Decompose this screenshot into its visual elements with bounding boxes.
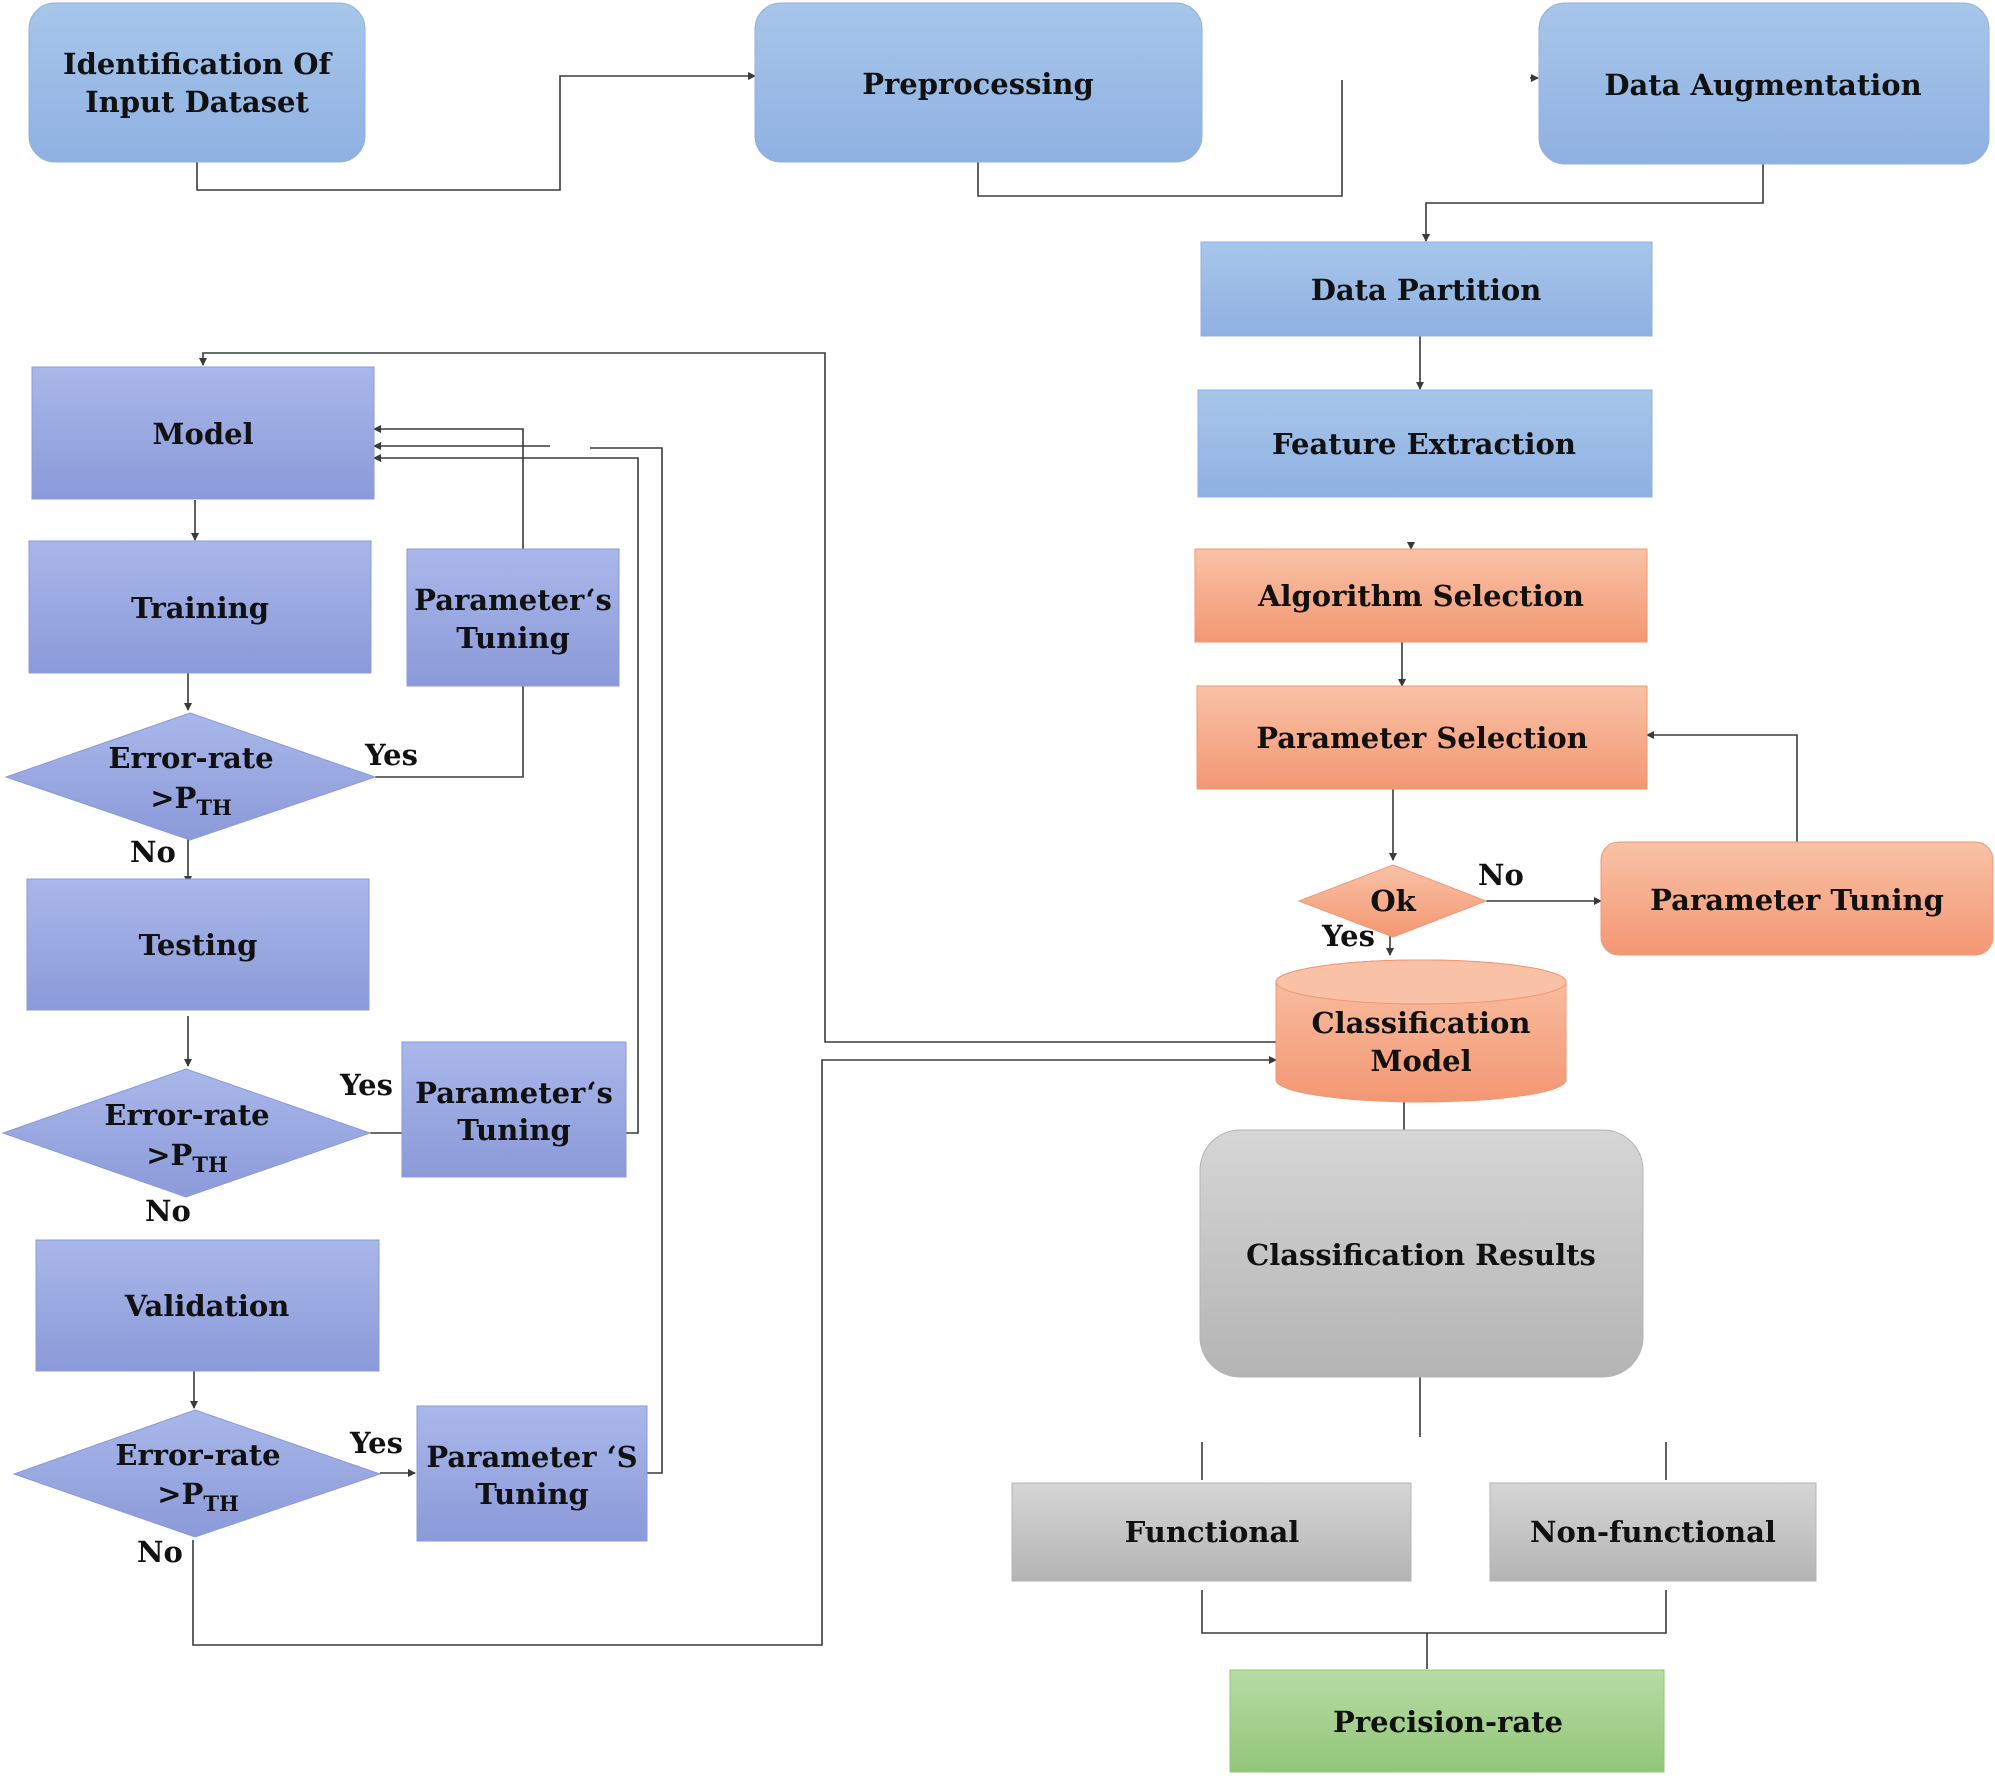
edge-tuning3-model (590, 447, 663, 1474)
node-ok-label: Ok (1370, 884, 1416, 918)
label-error1-no: No (130, 835, 176, 869)
node-algorithm-label: Algorithm Selection (1257, 579, 1584, 613)
node-training-label: Training (131, 591, 269, 625)
node-error1-line2: >PTH (150, 781, 232, 820)
label-error2-yes: Yes (339, 1068, 393, 1102)
node-model-label: Model (152, 417, 253, 451)
node-identification-line1: Identification Of (63, 47, 334, 81)
label-ok-yes: Yes (1321, 919, 1375, 953)
node-error1-subscript: TH (196, 795, 231, 820)
node-nonfunctional: Non-functional (1489, 1482, 1817, 1582)
edge-classification-model-feedback (199, 352, 1276, 1043)
node-classification-results-label: Classification Results (1246, 1238, 1596, 1272)
edge-tuning2-model (373, 454, 639, 1134)
node-augmentation-label: Data Augmentation (1604, 68, 1921, 102)
node-error1-line1: Error-rate (108, 741, 273, 775)
node-error1-decision: Error-rate >PTH (4, 712, 377, 841)
node-error2-line1: Error-rate (104, 1098, 269, 1132)
edge-augmentation-partition (1422, 164, 1764, 242)
node-preprocessing-label: Preprocessing (862, 67, 1094, 101)
node-classification-model-line2: Model (1370, 1044, 1471, 1078)
node-tuning1-line1: Parameter‘s (414, 583, 612, 617)
node-error2-decision: Error-rate >PTH (1, 1068, 372, 1198)
node-tuning2-line2: Tuning (457, 1113, 570, 1147)
node-error3-decision: Error-rate >PTH (12, 1409, 382, 1538)
node-tuning3-line2: Tuning (475, 1477, 588, 1511)
edge-identification-preprocessing (196, 72, 756, 191)
edge-error1-tuning1 (375, 686, 524, 778)
node-validation: Validation (35, 1239, 380, 1372)
node-testing: Testing (26, 878, 370, 1011)
connectors (184, 72, 1798, 1669)
node-functional-label: Functional (1125, 1515, 1300, 1549)
node-preprocessing: Preprocessing (754, 2, 1203, 163)
node-algorithm: Algorithm Selection (1194, 548, 1648, 643)
node-partition: Data Partition (1200, 241, 1653, 337)
label-error3-yes: Yes (349, 1426, 403, 1460)
node-error3-line2: >PTH (157, 1477, 239, 1516)
node-param-tuning-right-label: Parameter Tuning (1650, 883, 1944, 917)
node-param-tuning-right: Parameter Tuning (1600, 841, 1994, 956)
node-tuning2-line1: Parameter‘s (415, 1076, 613, 1110)
node-identification: Identification Of Input Dataset (28, 2, 366, 163)
edge-validation-classification (192, 1056, 1277, 1646)
node-augmentation: Data Augmentation (1538, 2, 1990, 165)
node-classification-results: Classification Results (1199, 1129, 1644, 1378)
node-error3-prefix: >P (157, 1477, 203, 1511)
label-error1-yes: Yes (364, 738, 418, 772)
node-classification-model-line1: Classification (1312, 1006, 1531, 1040)
edge-functional-merge (1201, 1590, 1667, 1634)
node-tuning3: Parameter ‘S Tuning (416, 1405, 648, 1542)
node-tuning2: Parameter‘s Tuning (401, 1041, 627, 1178)
node-error2-line2: >PTH (146, 1138, 228, 1177)
node-error2-subscript: TH (192, 1152, 227, 1177)
node-identification-line2: Input Dataset (85, 85, 309, 119)
node-validation-label: Validation (124, 1289, 290, 1323)
node-feature: Feature Extraction (1197, 389, 1653, 498)
node-testing-label: Testing (139, 928, 258, 962)
node-tuning1: Parameter‘s Tuning (406, 548, 620, 687)
edge-preprocessing-augmentation (977, 80, 1343, 197)
node-param-selection: Parameter Selection (1196, 685, 1648, 790)
label-ok-no: No (1478, 858, 1524, 892)
node-classification-model: Classification Model (1275, 959, 1567, 1103)
node-functional: Functional (1011, 1482, 1412, 1582)
node-feature-label: Feature Extraction (1272, 427, 1576, 461)
node-error3-line1: Error-rate (115, 1438, 280, 1472)
label-error2-no: No (145, 1194, 191, 1228)
edge-tuning1-model (373, 425, 524, 549)
node-model: Model (31, 366, 375, 500)
node-tuning1-line2: Tuning (456, 621, 569, 655)
label-error3-no: No (137, 1535, 183, 1569)
node-precision: Precision-rate (1229, 1669, 1665, 1773)
node-precision-label: Precision-rate (1333, 1705, 1563, 1739)
node-ok-decision: Ok (1297, 864, 1488, 938)
node-error1-prefix: >P (150, 781, 196, 815)
node-training: Training (28, 540, 372, 674)
node-error2-prefix: >P (146, 1138, 192, 1172)
node-tuning3-line1: Parameter ‘S (426, 1440, 637, 1474)
node-error3-subscript: TH (203, 1491, 238, 1516)
edge-paramtuning-paramselection (1646, 731, 1798, 842)
node-param-selection-label: Parameter Selection (1256, 721, 1588, 755)
node-partition-label: Data Partition (1311, 273, 1542, 307)
node-nonfunctional-label: Non-functional (1530, 1515, 1776, 1549)
